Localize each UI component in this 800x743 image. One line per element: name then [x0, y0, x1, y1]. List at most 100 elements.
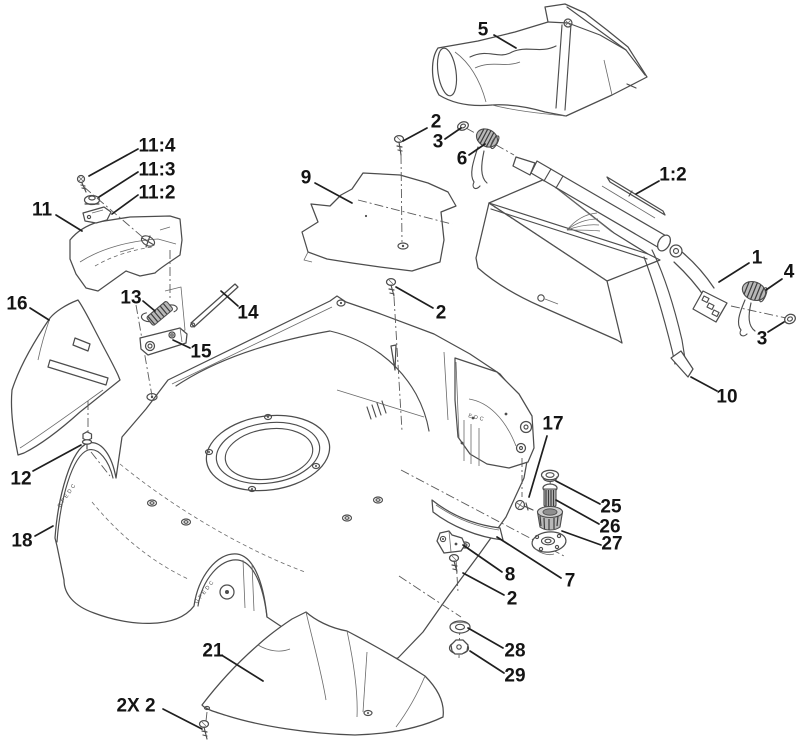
callout-6: 6	[457, 143, 486, 170]
callout-11-3: 11:3	[98, 160, 175, 198]
part-27-bearing-cup	[536, 505, 564, 531]
callout-leader-line	[29, 307, 50, 321]
callout-13: 13	[120, 288, 156, 312]
callout-leader-line	[32, 444, 82, 472]
part-1-handle-bracket	[673, 251, 728, 323]
callout-leader-line	[314, 182, 353, 204]
callout-leader-line	[555, 499, 600, 525]
callout-12: 12	[10, 444, 82, 490]
callout-leader-line	[690, 376, 718, 392]
callout-leader-line	[462, 572, 505, 596]
callout-1-2: 1:2	[635, 165, 687, 195]
callout-leader-line	[98, 171, 139, 198]
handle-tube	[512, 156, 683, 258]
callout-leader-line	[34, 525, 54, 537]
callout-25: 25	[555, 480, 622, 518]
callout-3: 3	[433, 127, 462, 153]
callout-leader-line	[444, 127, 462, 140]
callout-11: 11	[32, 200, 83, 232]
part-number-label: 21	[202, 641, 224, 662]
callout-7: 7	[496, 536, 575, 592]
callout-14: 14	[220, 290, 259, 324]
part-number-label: 6	[457, 149, 468, 170]
callout-10: 10	[690, 376, 738, 408]
part-number-label: 3	[757, 329, 768, 350]
part-number-label: 2X 2	[116, 696, 155, 717]
callout-leader-line	[162, 708, 203, 730]
part-21-rear-skirt	[201, 611, 444, 736]
callout-leader-line	[462, 544, 503, 573]
part-number-label: 29	[504, 666, 525, 687]
part-4-spring	[737, 280, 768, 337]
part-number-label: 16	[6, 294, 27, 315]
part-12-screw	[81, 431, 93, 450]
part-15-bracket	[139, 327, 188, 356]
part-16-side-guard	[10, 299, 121, 456]
part-number-label: 15	[190, 342, 212, 363]
callout-2: 2	[402, 112, 441, 142]
callout-leader-line	[395, 286, 434, 309]
callout-26: 26	[555, 499, 621, 538]
part-28-washer	[449, 620, 471, 634]
callout-28: 28	[467, 627, 526, 662]
part-11-3-cap	[83, 194, 101, 206]
callout-leader-line	[765, 278, 783, 291]
callout-leader-line	[222, 655, 264, 682]
part-18-deck-housing: GFEDC GFEDC EDC	[54, 295, 535, 661]
part-25-flange-bushing	[540, 469, 560, 483]
callout-leader-line	[635, 180, 660, 195]
part-number-label: 12	[10, 469, 31, 490]
part-8-bracket	[436, 530, 466, 554]
part-number-label: 1	[752, 248, 763, 269]
callout-8: 8	[462, 544, 515, 586]
ring-screws	[204, 413, 321, 493]
callout-leader-line	[88, 148, 139, 177]
callout-4: 4	[765, 262, 795, 291]
spindle-plate	[531, 531, 567, 555]
callout-2: 2	[395, 286, 447, 324]
callout-leader-line	[493, 34, 517, 49]
callout-9: 9	[301, 168, 353, 204]
callout-leader-line	[767, 321, 785, 333]
part-number-label: 28	[504, 641, 525, 662]
part-1-2-strip	[601, 176, 666, 219]
callout-15: 15	[172, 339, 212, 363]
callout-16: 16	[6, 294, 50, 321]
callout-leader-line	[528, 435, 548, 498]
callout-leader-line	[555, 480, 601, 505]
part-number-label: 18	[11, 531, 32, 552]
callout-leader-line	[561, 530, 602, 546]
callout-2X-2: 2X 2	[116, 696, 203, 730]
callout-11-4: 11:4	[88, 136, 176, 177]
callout-11-2: 11:2	[111, 183, 176, 215]
part-2-screw-2x	[198, 719, 210, 740]
part-14-rod	[189, 283, 239, 328]
callout-17: 17	[528, 414, 564, 498]
part-2-screw-bottom	[448, 553, 460, 573]
part-number-label: 2	[436, 303, 447, 324]
part-3-washer-right	[784, 313, 796, 325]
part-10-rear-cover	[475, 178, 694, 378]
callout-leader-line	[142, 300, 156, 312]
callout-18: 18	[11, 525, 54, 552]
callout-leader-line	[172, 339, 191, 349]
callout-leader-line	[469, 650, 505, 674]
part-number-label: 26	[599, 517, 620, 538]
part-number-label: 14	[237, 303, 259, 324]
part-11-4-screw	[76, 174, 87, 193]
bracket-height-markings: EDC	[468, 413, 487, 423]
callout-leader-line	[111, 194, 139, 215]
part-2-screw-middle	[385, 277, 397, 297]
callout-leader-line	[402, 127, 428, 142]
part-number-label: 25	[600, 497, 622, 518]
callout-29: 29	[469, 650, 526, 687]
callout-leader-line	[55, 214, 83, 232]
part-number-label: 11	[32, 200, 53, 221]
part-number-label: 11:2	[139, 183, 176, 204]
part-number-label: 11:4	[139, 136, 176, 157]
part-11-control-cover	[69, 215, 183, 292]
callout-leader-line	[467, 627, 504, 649]
